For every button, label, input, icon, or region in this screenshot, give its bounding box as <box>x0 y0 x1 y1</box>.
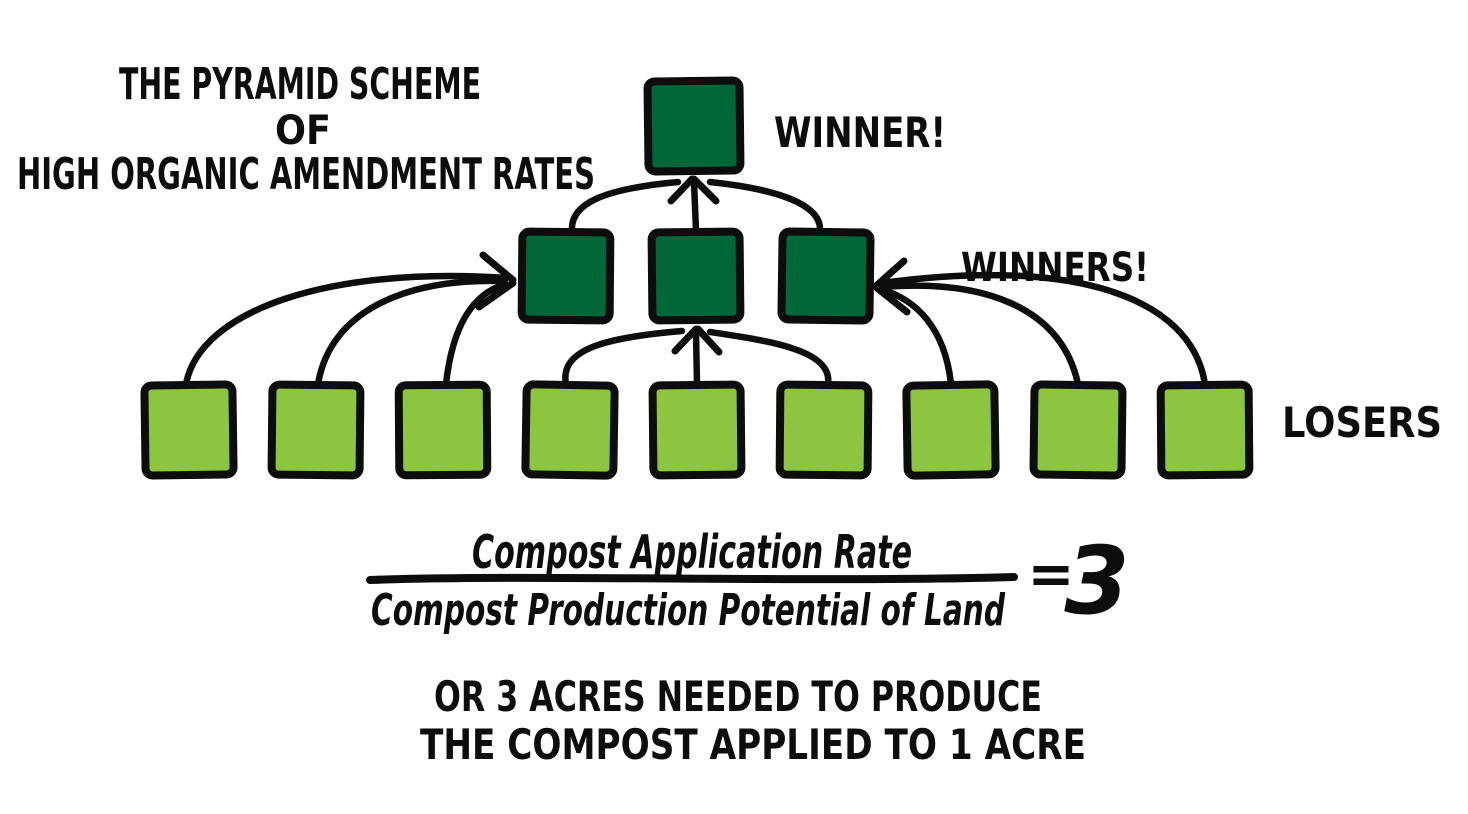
boxes-layer <box>140 76 1254 480</box>
arrow-winner2-to-top <box>690 178 700 235</box>
fraction-bar <box>366 573 1018 584</box>
arrow-loser6-to-winner2 <box>706 328 832 388</box>
arrow-loser4-to-winner2 <box>562 327 686 388</box>
top-winner-box <box>643 76 745 176</box>
winners-label: WINNERS! <box>961 245 1149 291</box>
loser-box-5 <box>648 380 746 480</box>
loser-box-1 <box>140 380 238 480</box>
arrow-loser1-to-winner1 <box>182 272 510 388</box>
loser-box-7 <box>902 380 1000 480</box>
winner-box-3 <box>777 227 875 325</box>
formula-result: 3 <box>1064 527 1129 636</box>
arrow-loser5-to-winner2 <box>692 329 701 388</box>
winner-box-2 <box>647 227 745 325</box>
loser-box-3 <box>394 380 492 480</box>
losers-label: LOSERS <box>1282 398 1442 447</box>
arrow-loser3-to-winner1 <box>442 280 510 388</box>
arrows-layer <box>182 175 1209 388</box>
arrow-loser8-to-winner3 <box>878 282 1082 388</box>
arrow-winner1-to-top <box>568 178 682 235</box>
loser-box-4 <box>521 380 619 480</box>
formula-equals-sign: = <box>1028 542 1075 607</box>
winner-label: WINNER! <box>774 108 946 157</box>
arrow-loser7-to-winner3 <box>876 285 955 388</box>
arrow-winner3-to-top <box>706 178 824 235</box>
loser-box-8 <box>1029 380 1127 480</box>
formula-numerator: Compost Application Rate <box>472 525 912 579</box>
loser-box-6 <box>775 380 873 480</box>
diagram-title-line1: THE PYRAMID SCHEME <box>119 59 481 110</box>
winner-box-1 <box>517 227 615 325</box>
arrow-loser9-to-winner3 <box>878 271 1209 388</box>
diagram-title-line3: HIGH ORGANIC AMENDMENT RATES <box>17 149 595 200</box>
arrowhead-winner3 <box>872 257 911 316</box>
arrowhead-top-winner <box>667 175 720 205</box>
loser-box-2 <box>267 380 365 480</box>
arrowhead-winner1 <box>475 251 517 311</box>
caption-line2: THE COMPOST APPLIED TO 1 ACRE <box>420 720 1086 769</box>
caption-line1: OR 3 ACRES NEEDED TO PRODUCE <box>434 672 1042 721</box>
diagram-title-line2: OF <box>275 108 331 154</box>
loser-box-9 <box>1156 380 1254 480</box>
arrow-loser2-to-winner1 <box>314 277 508 388</box>
formula-denominator: Compost Production Potential of Land <box>371 585 1005 636</box>
arrowhead-winner2 <box>671 325 723 356</box>
